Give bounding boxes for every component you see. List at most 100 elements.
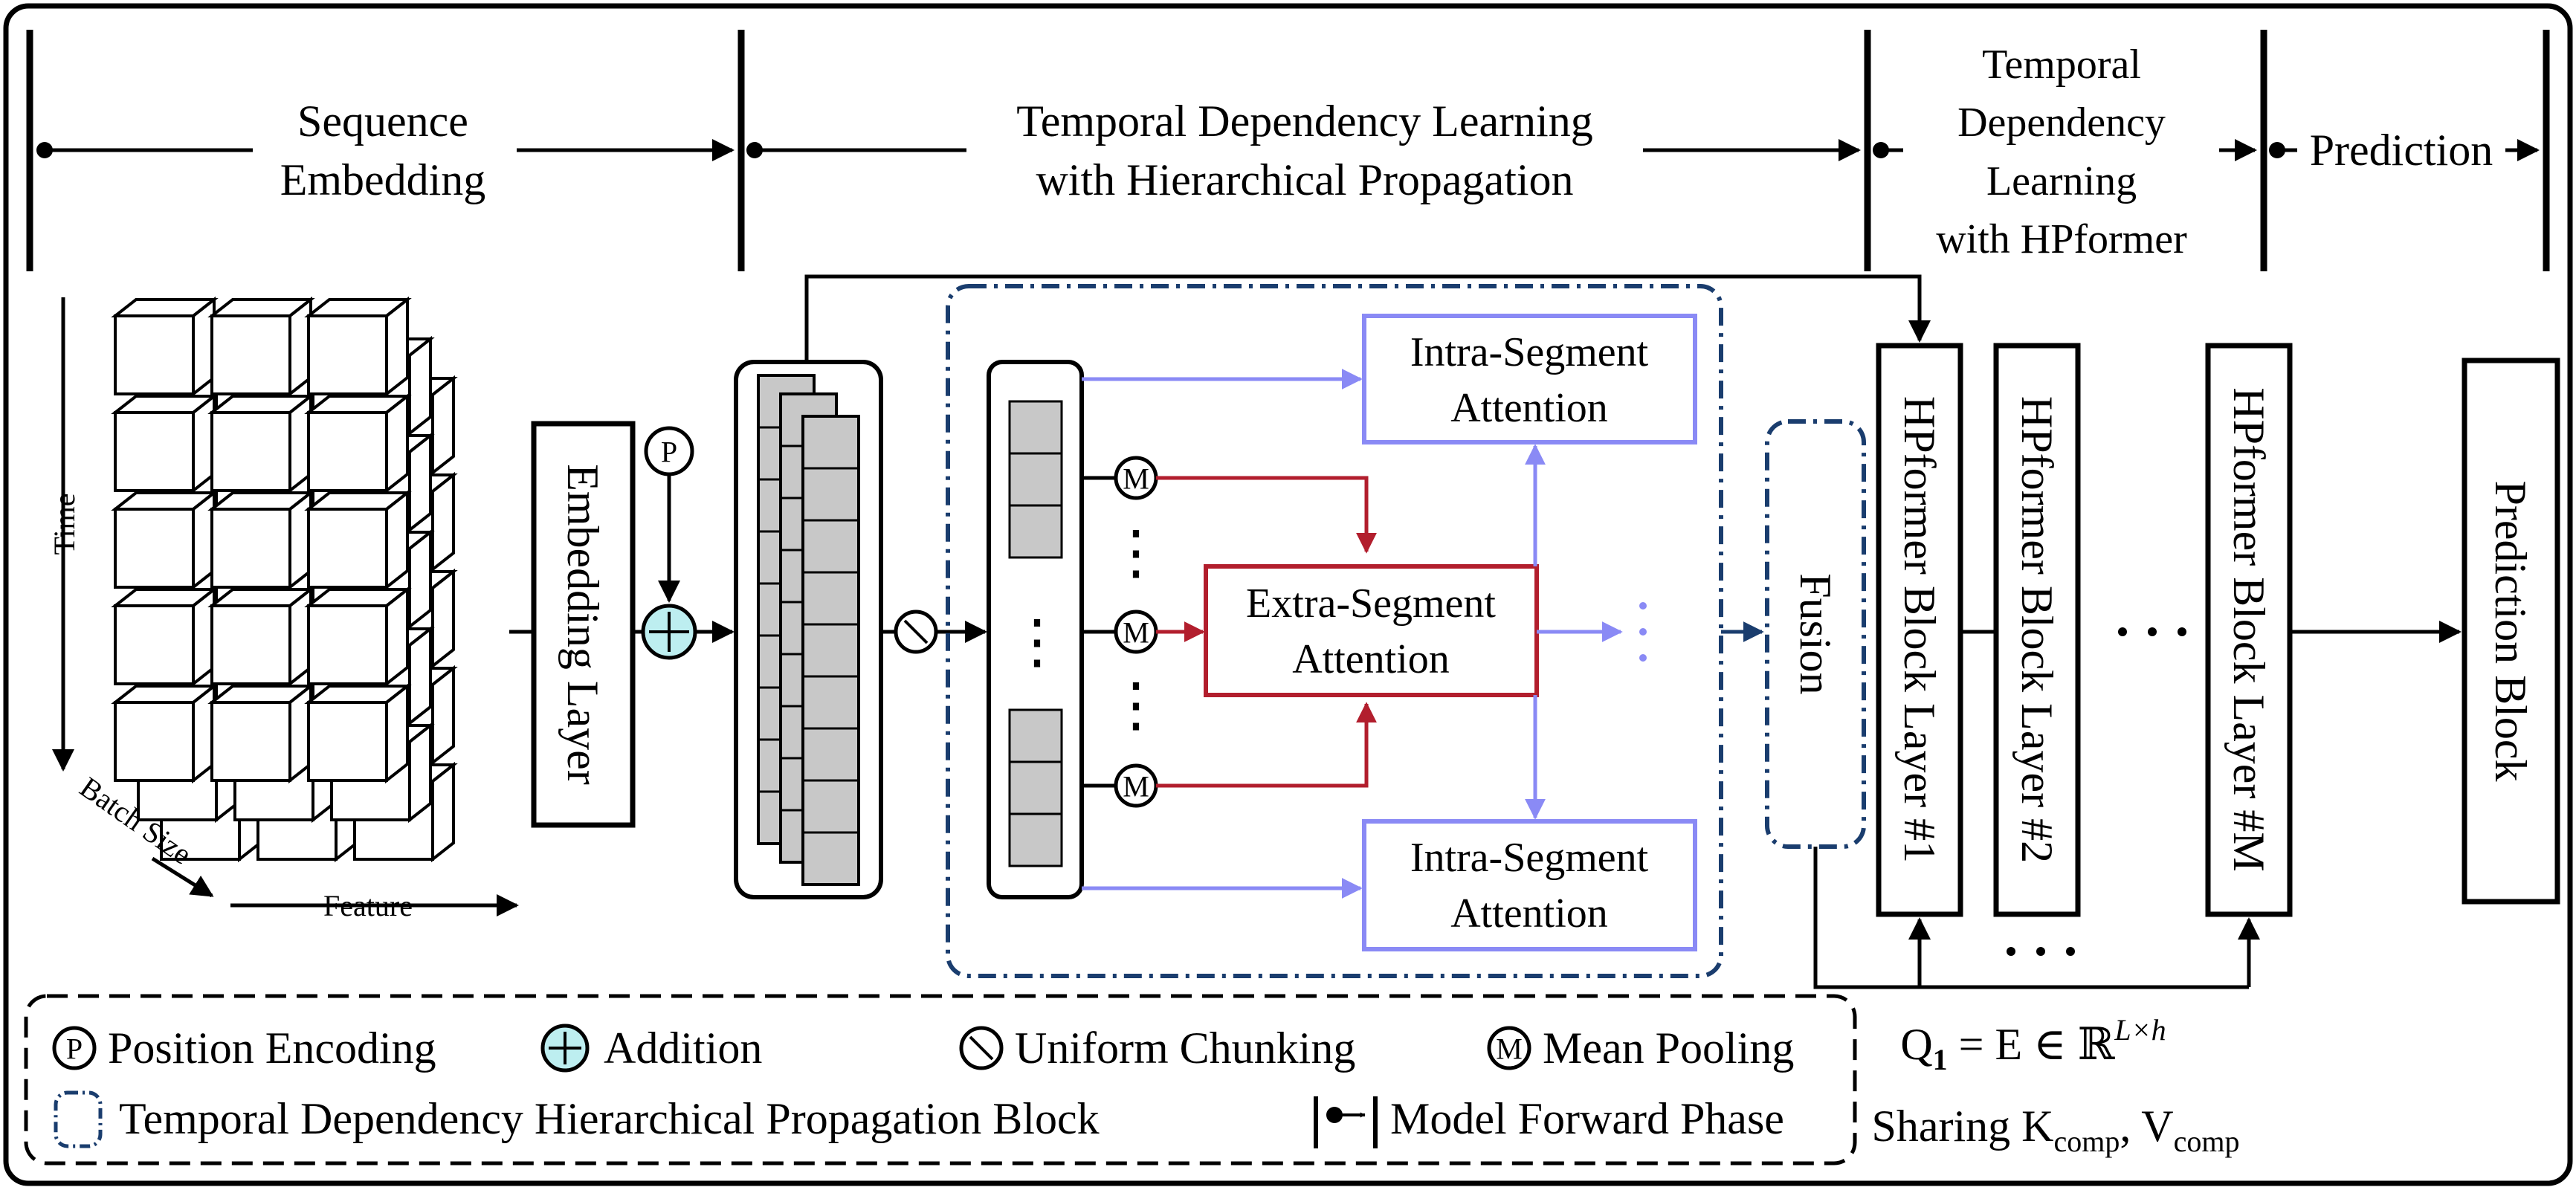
intra-top-line1: Intra-Segment — [1410, 329, 1649, 375]
cube-front-face — [307, 314, 388, 395]
cube-front-face — [114, 701, 195, 782]
phase-hpformer-line1: Temporal — [1982, 42, 2141, 88]
fusion-block: Fusion — [1765, 419, 1866, 849]
position-encoding-node: P — [644, 426, 694, 603]
skip-connection — [804, 274, 1931, 362]
phase-sequence-embedding-line1: Sequence — [297, 97, 468, 146]
chunked-segments: ⋮ — [987, 360, 1084, 899]
intra-top-line2: Attention — [1450, 385, 1608, 431]
cube-side-face — [431, 761, 455, 863]
cube-side-face — [431, 375, 455, 476]
cube-front-face — [307, 508, 388, 589]
cube-front-face — [307, 411, 388, 492]
phase-sequence-embedding-line2: Embedding — [280, 155, 486, 204]
mean-pooling-nodes: M M M ⋮ ⋮ — [1082, 456, 1166, 808]
legend-uniform-chunking: Uniform Chunking — [1015, 1024, 1355, 1073]
extra-line1: Extra-Segment — [1246, 581, 1496, 627]
prediction-block: Prediction Block — [2462, 358, 2560, 905]
layers-ellipsis — [2118, 627, 2186, 636]
cube-side-face — [431, 471, 455, 573]
hpformer-layer-2: HPformer Block Layer #2 — [1993, 343, 2081, 917]
sequence-sheet — [801, 415, 860, 886]
phase-hpformer-line3: Learning — [1986, 158, 2137, 204]
hp-layer-m-label: HPformer Block Layer #M — [2224, 387, 2273, 872]
hp-layer-1-label: HPformer Block Layer #1 — [1895, 396, 1944, 863]
legend-tdhp-block: Temporal Dependency Hierarchical Propaga… — [119, 1094, 1100, 1143]
cube-front-face — [114, 508, 195, 589]
addition-node — [641, 604, 697, 660]
cube-front-face — [210, 508, 291, 589]
red-arrow-bottom — [1156, 702, 1377, 788]
equation-sharing: Sharing Kcomp, Vcomp — [1872, 1102, 2240, 1158]
cube-front-face — [307, 701, 388, 782]
axis-feature-label: Feature — [323, 889, 413, 922]
legend-mean-pooling: Mean Pooling — [1543, 1024, 1794, 1073]
cube-front-face — [210, 411, 291, 492]
legend-position-encoding: Position Encoding — [108, 1024, 436, 1073]
hpformer-layer-m: HPformer Block Layer #M — [2205, 343, 2293, 917]
legend: P Position Encoding Addition Uniform Chu… — [24, 994, 1857, 1165]
red-arrow-top — [1156, 476, 1377, 554]
segments-ellipsis: ⋮ — [1007, 610, 1067, 675]
cube-front-face — [210, 604, 291, 685]
phase-header: Sequence Embedding Temporal Dependency L… — [26, 30, 2550, 271]
equations: Q1 = E ∈ ℝL×h Sharing Kcomp, Vcomp — [1872, 1013, 2240, 1158]
segment-cells — [1008, 708, 1063, 867]
intra-segment-attention-bottom: Intra-Segment Attention — [1362, 819, 1697, 951]
tdhp-block-border — [946, 284, 1723, 978]
cube-side-face — [385, 586, 409, 688]
pool-ellipsis-upper: ⋮ — [1106, 520, 1166, 586]
intra-segment-attention-top: Intra-Segment Attention — [1362, 314, 1697, 444]
cube-side-face — [431, 568, 455, 670]
cube-side-face — [431, 665, 455, 766]
embedded-sequence-stack — [734, 360, 883, 899]
cube-side-face — [408, 432, 432, 534]
cube-front-face — [114, 411, 195, 492]
cube-side-face — [385, 682, 409, 784]
phase-temporal-hp-line2: with Hierarchical Propagation — [1036, 155, 1573, 204]
hp-layer-2-label: HPformer Block Layer #2 — [2012, 396, 2062, 863]
extra-line2: Attention — [1292, 636, 1450, 682]
phase-hpformer-line2: Dependency — [1957, 100, 2166, 146]
extra-segment-attention: Extra-Segment Attention — [1204, 564, 1539, 697]
cube-side-face — [385, 489, 409, 591]
axis-time-label: Time — [48, 493, 81, 555]
cube-front-face — [114, 314, 195, 395]
input-tensor-cubes — [111, 296, 458, 863]
propagation-arrows — [1525, 444, 1647, 820]
legend-p-symbol: P — [66, 1032, 83, 1066]
phase-hpformer-line4: with HPformer — [1936, 216, 2187, 262]
cube-side-face — [408, 335, 432, 437]
fusion-label: Fusion — [1791, 573, 1840, 694]
position-symbol: P — [661, 436, 677, 469]
outer-frame — [3, 3, 2573, 1186]
cube-side-face — [408, 528, 432, 630]
segment-cells — [1008, 400, 1063, 559]
embedding-layer-block: Embedding Layer — [509, 421, 636, 828]
equation-q1: Q1 = E ∈ ℝL×h — [1900, 1013, 2166, 1076]
cube-side-face — [385, 392, 409, 494]
cube-front-face — [210, 701, 291, 782]
uniform-chunking-node — [894, 610, 938, 654]
mean-symbol-1: M — [1123, 462, 1149, 496]
phase-temporal-hp-line1: Temporal Dependency Learning — [1016, 97, 1592, 146]
embedding-layer-label: Embedding Layer — [558, 464, 607, 785]
hpformer-layer-1: HPformer Block Layer #1 — [1876, 343, 1963, 917]
cube-side-face — [408, 625, 432, 727]
pool-ellipsis-lower: ⋮ — [1106, 673, 1166, 738]
legend-addition: Addition — [604, 1024, 762, 1073]
fusion-feedback-paths — [1813, 847, 2260, 989]
cube-side-face — [408, 722, 432, 824]
cube-front-face — [307, 604, 388, 685]
cube-front-face — [114, 604, 195, 685]
prediction-block-label: Prediction Block — [2486, 481, 2535, 782]
cube-side-face — [385, 296, 409, 398]
phase-prediction: Prediction — [2310, 126, 2493, 175]
intra-bottom-line1: Intra-Segment — [1410, 835, 1649, 881]
intra-bottom-line2: Attention — [1450, 890, 1608, 937]
legend-m-symbol: M — [1496, 1032, 1523, 1066]
mean-symbol-2: M — [1123, 616, 1149, 650]
cube-front-face — [210, 314, 291, 395]
